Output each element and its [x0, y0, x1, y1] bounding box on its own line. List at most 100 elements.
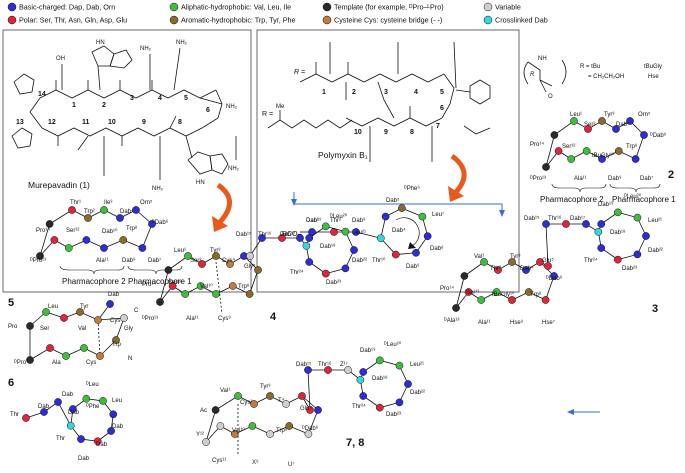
residue-bead	[22, 414, 30, 422]
r78-dab23: Dab²³	[386, 412, 401, 418]
ring2-thr10: Thr¹⁰	[372, 257, 386, 264]
compound5-number: 5	[8, 297, 14, 309]
pharm1-label-1: Pharmacophore 1	[128, 277, 192, 286]
r5-dpro: ᴰPro	[14, 359, 27, 366]
res2-num-8: 8	[410, 129, 414, 136]
ring-bond	[49, 209, 73, 225]
residue-bead	[423, 232, 432, 241]
ring-bond	[97, 319, 101, 357]
panel-murepavadin-frame	[2, 29, 252, 293]
arrow-murepavadin-head	[212, 216, 228, 232]
residue-bead	[62, 352, 70, 360]
residue-bead	[584, 125, 592, 133]
r3-pro14: Pro¹⁴	[440, 285, 454, 292]
r5-cys: Cys	[110, 318, 120, 324]
legend-template: Template (for example, ᴰPro–ᴸPro)	[322, 3, 444, 12]
residue-bead	[464, 288, 473, 296]
r78-ac: Ac	[200, 408, 207, 414]
r3-dab23: Dab²³	[622, 266, 637, 272]
residue-bead	[314, 406, 322, 414]
residue-bead	[212, 290, 220, 298]
res2-num-3: 3	[384, 89, 388, 96]
compound2-rdef2: = CH₂CH₂OH	[588, 74, 624, 80]
ring-bond	[545, 275, 555, 301]
ring1-ile3: Ile³	[104, 200, 112, 206]
residue-bead	[480, 258, 488, 266]
r4-pro14: Pro¹⁴	[142, 281, 156, 288]
residue-bead	[26, 356, 34, 364]
residue-bead	[306, 406, 314, 414]
ring-bond	[464, 261, 485, 277]
legend-polar: Polar: Ser, Thr, Asn, Gln, Asp, Glu	[7, 16, 127, 25]
ring3-dab7: Dab⁷	[640, 175, 653, 182]
res-num-1: 1	[72, 102, 76, 109]
pharm1-label-2: Pharmacophore 1	[612, 195, 676, 204]
ring3-trp8: Trp⁸	[626, 143, 638, 150]
ring1-pro14: Pro¹⁴	[36, 227, 50, 234]
residue-bead	[42, 308, 50, 316]
arrow-murepavadin	[216, 182, 232, 224]
ring-bond	[142, 223, 153, 249]
residue-bead	[642, 232, 650, 240]
r4-cys9: Cys⁹	[218, 315, 231, 322]
ring-bond	[215, 261, 223, 315]
residue-bead	[168, 282, 177, 290]
res-num-3: 3	[130, 95, 134, 102]
r3-ddab6: ᴰDab⁶	[546, 275, 563, 282]
residue-bead	[226, 260, 234, 268]
residue-bead	[460, 272, 469, 280]
res-num-13: 13	[16, 119, 24, 126]
r3-dab22: Dab²²	[648, 248, 663, 254]
ring1-ddab6: ᴰDab⁶	[152, 219, 169, 226]
compound2-tbugly: tBuGly	[644, 64, 662, 70]
r4-thr24: Thr²⁴	[290, 269, 304, 276]
ring-bond	[57, 401, 72, 426]
compound4-number: 4	[270, 311, 277, 323]
polymyxin-ring-labels: RCO– Dab¹ Thr² Dab³ Dab⁵ ᴰPhe⁶ Leu⁷ Dab⁸…	[282, 185, 444, 270]
residue-bead	[359, 368, 368, 376]
r4-dleu20: ᴰLeu²⁰	[330, 213, 348, 220]
residue-bead	[542, 220, 550, 228]
r3-tyr3: Tyr³	[510, 254, 520, 260]
residue-bead	[404, 380, 412, 388]
residue-bead	[550, 131, 559, 139]
residue-bead	[570, 117, 578, 125]
ring3-dab4: Dab⁴	[616, 121, 630, 128]
residue-bead	[40, 408, 48, 416]
ring1-dab10: Dab¹⁰	[102, 228, 118, 235]
res2-num-6: 6	[440, 105, 444, 112]
residue-bead	[508, 258, 516, 266]
murepavadin-ring	[36, 206, 156, 260]
residue-bead	[266, 392, 274, 400]
residue-bead	[112, 336, 120, 344]
compound5-labels: Leu Tyr Dab C Cys Gly Pro Ser Val Trp N …	[8, 292, 139, 366]
residue-bead	[69, 405, 77, 413]
svg-text:Crosslinked Dab: Crosslinked Dab	[495, 16, 548, 25]
residue-bead	[302, 241, 311, 250]
ring2-dab8: Dab⁸	[430, 245, 444, 252]
res-num-4: 4	[158, 95, 162, 102]
residue-bead	[395, 361, 404, 370]
residue-bead	[212, 252, 220, 260]
blue-arrow-head-2	[499, 210, 505, 217]
residue-bead	[631, 155, 640, 163]
legend-aliphatic: Aliphatic-hydrophobic: Val, Leu, Ile	[169, 3, 291, 12]
residue-bead	[94, 316, 102, 324]
label-indole-nh-bottom: HN	[196, 180, 205, 186]
r6-dab6: Dab	[78, 456, 90, 462]
ring-bond	[39, 223, 50, 257]
res-num-11: 11	[82, 119, 90, 126]
residue-bead	[250, 400, 258, 408]
residue-bead	[341, 264, 350, 273]
residue-bead	[198, 260, 206, 268]
r3-hse7: Hse⁷	[542, 319, 555, 326]
r4-ser12: Ser¹²	[168, 280, 181, 286]
label-nh2-d: NH₂	[152, 186, 164, 192]
arrow-polymyxin	[450, 153, 467, 194]
r3-dab4: Dab⁴	[520, 265, 534, 272]
r3-thr16: Thr¹⁶	[548, 215, 562, 222]
res2-num-4: 4	[414, 89, 418, 96]
compound3-ring	[452, 208, 650, 312]
polymyxin-labels: R = 1 2 3 4 5 6 7 8 9 10 R = Me	[262, 69, 444, 136]
murepavadin-caption: Murepavadin (1)	[28, 180, 90, 190]
